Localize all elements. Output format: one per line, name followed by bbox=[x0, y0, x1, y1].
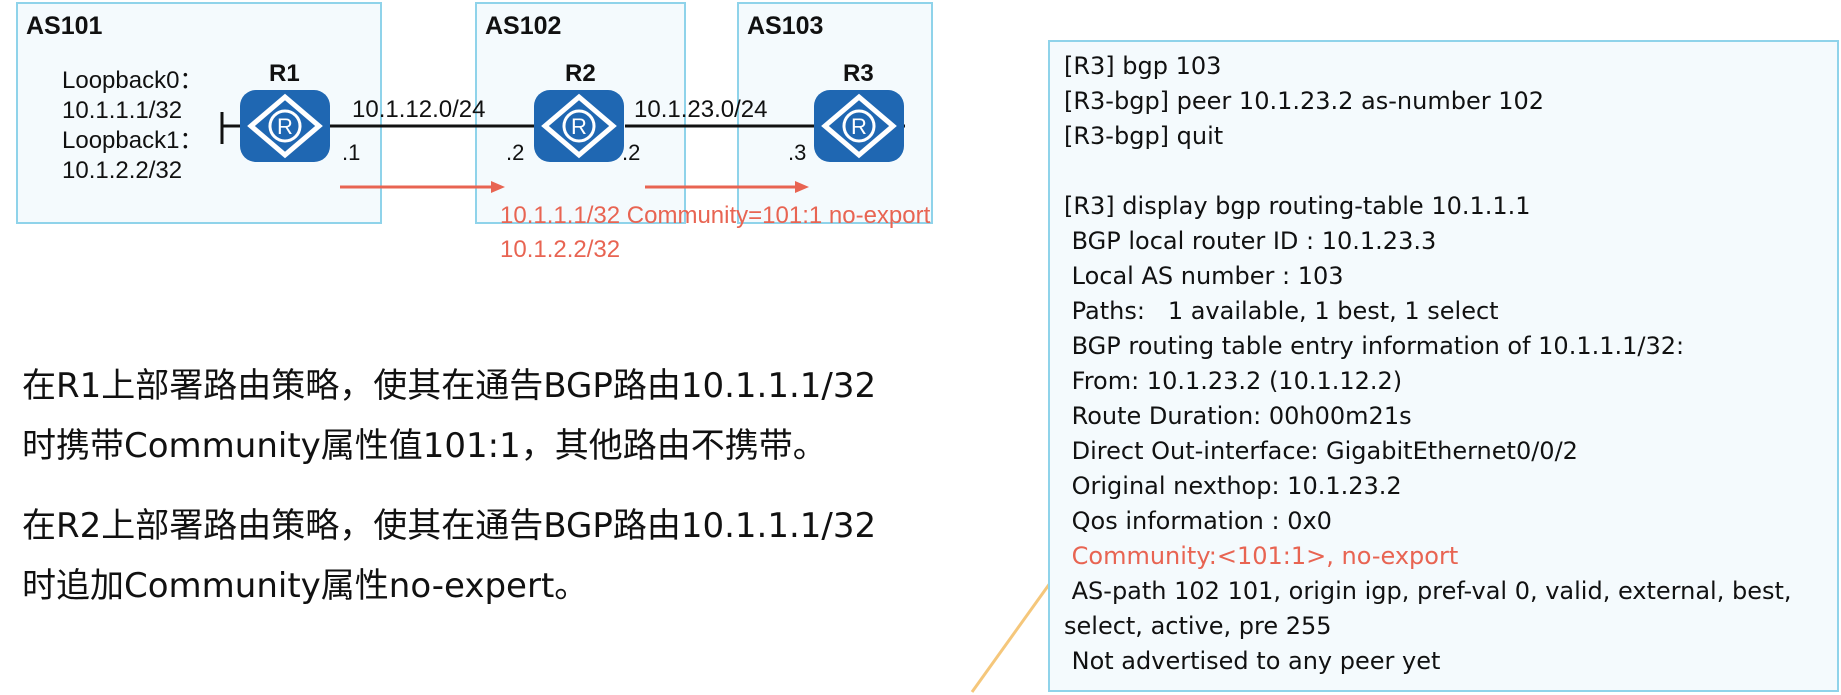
network-r2-r3: 10.1.23.0/24 bbox=[634, 96, 768, 123]
cli-line: Paths: 1 available, 1 best, 1 select bbox=[1064, 297, 1499, 325]
cli-line: Not advertised to any peer yet bbox=[1064, 647, 1441, 675]
cli-line: [R3-bgp] peer 10.1.23.2 as-number 102 bbox=[1064, 87, 1545, 115]
r2-left-interface: .2 bbox=[506, 140, 525, 165]
cli-line: [R3] display bgp routing-table 10.1.1.1 bbox=[1064, 192, 1531, 220]
svg-text:R: R bbox=[851, 114, 867, 139]
as101-title: AS101 bbox=[26, 12, 103, 40]
route-annotation-2: 10.1.2.2/32 bbox=[500, 236, 621, 263]
callout-arrow bbox=[970, 571, 1060, 693]
cli-output-box: [R3] bgp 103 [R3-bgp] peer 10.1.23.2 as-… bbox=[1048, 40, 1839, 692]
router-r3-icon: R bbox=[814, 90, 904, 162]
cli-line: Direct Out-interface: GigabitEthernet0/0… bbox=[1064, 437, 1578, 465]
description-para2-line2: 时追加Community属性no-expert。 bbox=[22, 566, 589, 606]
cli-line: select, active, pre 255 bbox=[1064, 612, 1332, 640]
route-annotation-1: 10.1.1.1/32 Community=101:1 no-export bbox=[500, 202, 931, 229]
cli-line: From: 10.1.23.2 (10.1.12.2) bbox=[1064, 367, 1403, 395]
network-r1-r2: 10.1.12.0/24 bbox=[352, 96, 486, 123]
svg-text:R: R bbox=[571, 114, 587, 139]
description-para2-line1: 在R2上部署路由策略，使其在通告BGP路由10.1.1.1/32 bbox=[22, 506, 877, 546]
r1-interface: .1 bbox=[342, 140, 361, 165]
r2-right-interface: .2 bbox=[622, 140, 641, 165]
cli-line-community: Community:<101:1>, no-export bbox=[1064, 542, 1459, 570]
cli-line: Original nexthop: 10.1.23.2 bbox=[1064, 472, 1402, 500]
svg-text:R: R bbox=[277, 114, 293, 139]
cli-line: [R3] bgp 103 bbox=[1064, 52, 1222, 80]
router-r1-icon: R bbox=[240, 90, 330, 162]
router-r2-icon: R bbox=[534, 90, 624, 162]
description-para1-line2: 时携带Community属性值101:1，其他路由不携带。 bbox=[22, 426, 827, 466]
cli-line: Local AS number : 103 bbox=[1064, 262, 1344, 290]
description-para1-line1: 在R1上部署路由策略，使其在通告BGP路由10.1.1.1/32 bbox=[22, 366, 877, 406]
cli-line: Qos information : 0x0 bbox=[1064, 507, 1332, 535]
as102-title: AS102 bbox=[485, 12, 562, 40]
route-arrow-r2-r3-head bbox=[795, 181, 809, 193]
route-arrow-r1-r2-head bbox=[491, 181, 505, 193]
cli-line: [R3-bgp] quit bbox=[1064, 122, 1224, 150]
as103-title: AS103 bbox=[747, 12, 824, 40]
cli-line: BGP local router ID : 10.1.23.3 bbox=[1064, 227, 1437, 255]
cli-line: Route Duration: 00h00m21s bbox=[1064, 402, 1412, 430]
r1-label: R1 bbox=[269, 60, 300, 87]
cli-line: BGP routing table entry information of 1… bbox=[1064, 332, 1685, 360]
as101-loopbacks: Loopback0： 10.1.1.1/32 Loopback1： 10.1.2… bbox=[62, 67, 204, 184]
r3-interface: .3 bbox=[788, 140, 807, 165]
r2-label: R2 bbox=[565, 60, 596, 87]
r3-label: R3 bbox=[843, 60, 874, 87]
cli-line: AS-path 102 101, origin igp, pref-val 0,… bbox=[1064, 577, 1792, 605]
